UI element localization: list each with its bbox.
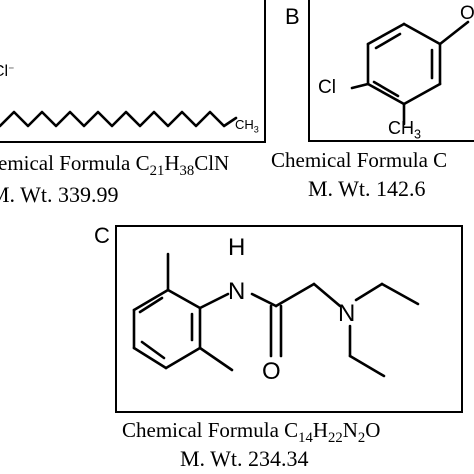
panel-c-amine-nitrogen-label: N — [338, 300, 356, 327]
panel-b-chlorine-label: Cl — [318, 77, 336, 98]
panel-a-formula: emical Formula C21H38ClN — [0, 151, 230, 180]
panel-c-molecular-weight: M. Wt. 234.34 — [180, 446, 309, 471]
panel-c-label: C — [94, 223, 110, 248]
panel-c-frame — [115, 225, 463, 413]
panel-b-molecular-weight: M. Wt. 142.6 — [308, 176, 426, 201]
panel-a-molecular-weight: M. Wt. 339.99 — [0, 182, 119, 207]
panel-b-formula: Chemical Formula C — [271, 148, 448, 172]
panel-c-formula: Chemical Formula C14H22N2O — [122, 418, 381, 447]
panel-c-carbonyl-oxygen-label: O — [262, 358, 281, 385]
panel-b-frame — [308, 0, 474, 142]
panel-b-label: B — [285, 4, 300, 29]
panel-c-amide-nitrogen-label: N — [228, 278, 246, 305]
panel-c-amide-hydrogen-label: H — [228, 234, 246, 261]
panel-b-methyl-label: CH3 — [388, 118, 422, 142]
panel-a-chloride-label: Cl⁻ — [0, 63, 15, 80]
panel-a-methyl-label: CH3 — [235, 117, 259, 135]
panel-b-hydroxyl-label: OH — [460, 3, 474, 24]
